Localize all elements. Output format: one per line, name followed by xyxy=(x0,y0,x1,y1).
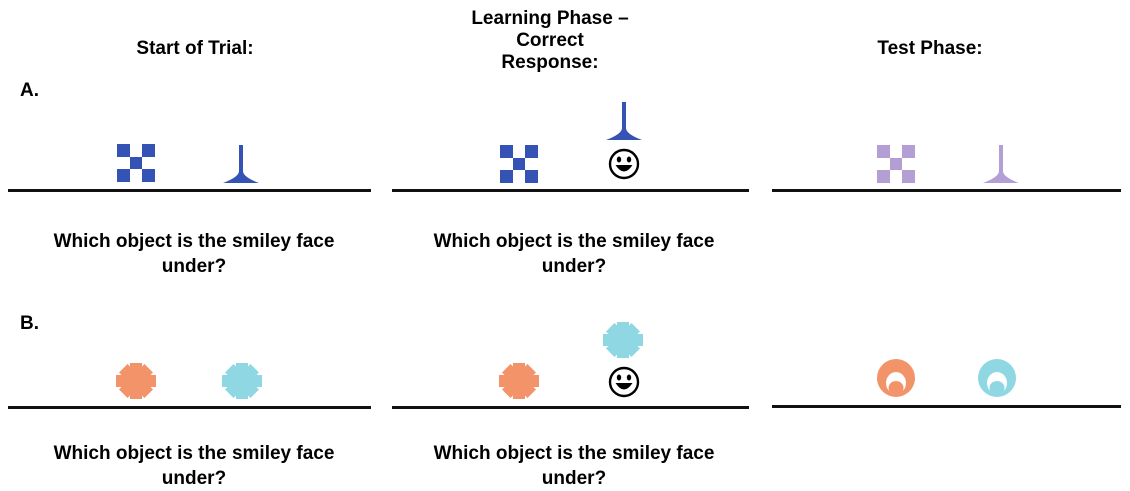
baseline-b-start xyxy=(8,406,371,409)
header-start-of-trial: Start of Trial: xyxy=(136,38,254,59)
question-a-start: Which object is the smiley face under? xyxy=(53,231,335,277)
question-b-learning: Which object is the smiley face under? xyxy=(433,443,715,489)
funnel-icon xyxy=(606,102,642,140)
star-icon xyxy=(116,363,156,399)
baseline-b-learning xyxy=(392,406,749,409)
ring-icon xyxy=(978,359,1016,397)
question-b-start: Which object is the smiley face under? xyxy=(53,443,335,489)
question-a-learning: Which object is the smiley face under? xyxy=(433,231,715,277)
baseline-b-test xyxy=(772,405,1121,408)
baseline-a-learning xyxy=(392,189,749,192)
row-label-b: B. xyxy=(20,313,39,334)
smiley-icon xyxy=(608,148,640,180)
funnel-icon xyxy=(223,145,259,183)
checker-icon xyxy=(500,145,538,183)
header-learning-phase: Learning Phase – Correct Response: xyxy=(471,8,629,73)
checker-icon xyxy=(117,144,155,182)
header-test-phase: Test Phase: xyxy=(877,38,983,59)
star-icon xyxy=(222,363,262,399)
baseline-a-start xyxy=(8,189,371,192)
row-label-a: A. xyxy=(20,80,39,101)
checker-icon xyxy=(877,145,915,183)
smiley-icon xyxy=(608,366,640,398)
baseline-a-test xyxy=(772,189,1121,192)
funnel-icon xyxy=(983,145,1019,183)
star-icon xyxy=(603,322,643,358)
star-icon xyxy=(499,363,539,399)
ring-icon xyxy=(877,359,915,397)
